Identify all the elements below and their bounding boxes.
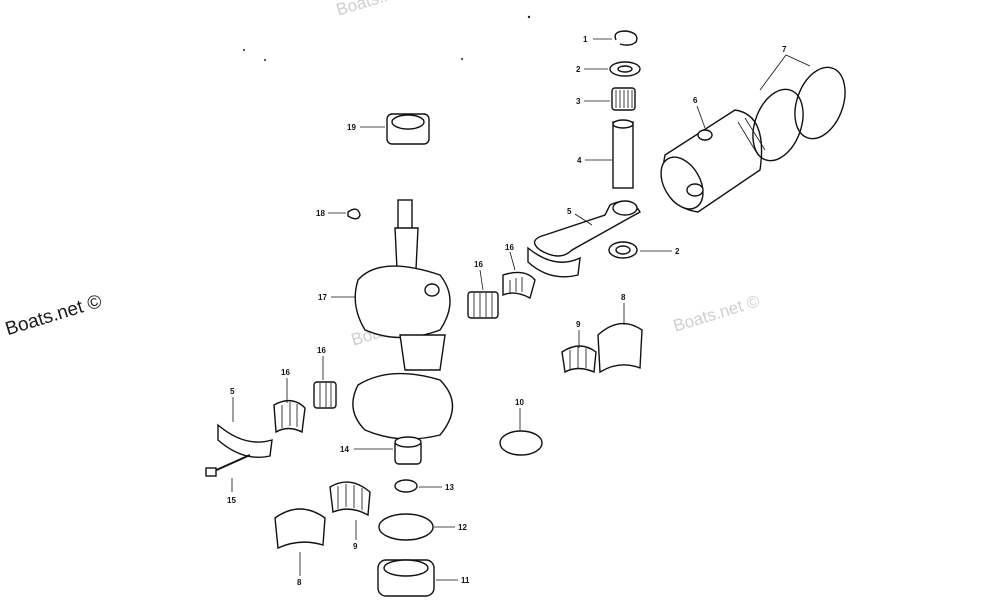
- bearing-cage-half-upper[interactable]: [597, 322, 643, 374]
- callout-2: 2: [675, 247, 680, 256]
- callout-6: 6: [693, 96, 698, 105]
- thrust-washer-bottom[interactable]: [608, 241, 638, 259]
- upper-main-bearing[interactable]: [386, 113, 430, 145]
- callout-7: 7: [782, 45, 787, 54]
- bearing-cage-half-lower[interactable]: [274, 508, 326, 550]
- needle-rollers-upper[interactable]: [467, 291, 499, 319]
- callout-16: 16: [505, 243, 514, 252]
- specks: [243, 15, 531, 61]
- rod-cap[interactable]: [217, 423, 273, 458]
- rod-cap-screw[interactable]: [205, 454, 251, 477]
- thrust-washer-top[interactable]: [609, 61, 641, 77]
- leader-lines: [231, 38, 811, 581]
- retaining-clip[interactable]: [614, 30, 638, 46]
- bearing-liner-upper[interactable]: [561, 345, 597, 374]
- callout-8: 8: [621, 293, 626, 302]
- connecting-rod[interactable]: [527, 200, 641, 278]
- callout-18: 18: [316, 209, 325, 218]
- woodruff-key[interactable]: [347, 208, 361, 220]
- main-needle-cage[interactable]: [273, 400, 306, 434]
- callout-9: 9: [576, 320, 581, 329]
- callout-10: 10: [515, 398, 524, 407]
- callout-5: 5: [230, 387, 235, 396]
- piston[interactable]: [652, 109, 766, 216]
- callout-labels: 1 2 3 4 5 6 7 2 8 9 16 16 19 18 17 16 16…: [227, 35, 787, 587]
- callout-11: 11: [461, 576, 470, 585]
- rod-needle-cage[interactable]: [502, 271, 536, 300]
- callout-13: 13: [445, 483, 454, 492]
- callout-1: 1: [583, 35, 588, 44]
- bearing-liner-lower[interactable]: [329, 481, 371, 517]
- o-ring[interactable]: [394, 479, 418, 493]
- callout-15: 15: [227, 496, 236, 505]
- callout-9: 9: [353, 542, 358, 551]
- wrist-pin-bearing[interactable]: [611, 87, 636, 111]
- callout-19: 19: [347, 123, 356, 132]
- callout-2: 2: [576, 65, 581, 74]
- callout-5: 5: [567, 207, 572, 216]
- callout-16: 16: [474, 260, 483, 269]
- piston-rings[interactable]: [744, 60, 855, 167]
- callout-16: 16: [281, 368, 290, 377]
- retaining-ring[interactable]: [499, 430, 543, 456]
- callout-14: 14: [340, 445, 349, 454]
- needle-rollers-left[interactable]: [313, 381, 337, 409]
- callout-8: 8: [297, 578, 302, 587]
- callout-17: 17: [318, 293, 327, 302]
- callout-12: 12: [458, 523, 467, 532]
- callout-3: 3: [576, 97, 581, 106]
- lower-main-bearing[interactable]: [377, 559, 435, 597]
- crankshaft[interactable]: [352, 199, 454, 465]
- wrist-pin[interactable]: [612, 119, 634, 189]
- callout-4: 4: [577, 156, 582, 165]
- seal-ring[interactable]: [378, 513, 434, 541]
- callout-16: 16: [317, 346, 326, 355]
